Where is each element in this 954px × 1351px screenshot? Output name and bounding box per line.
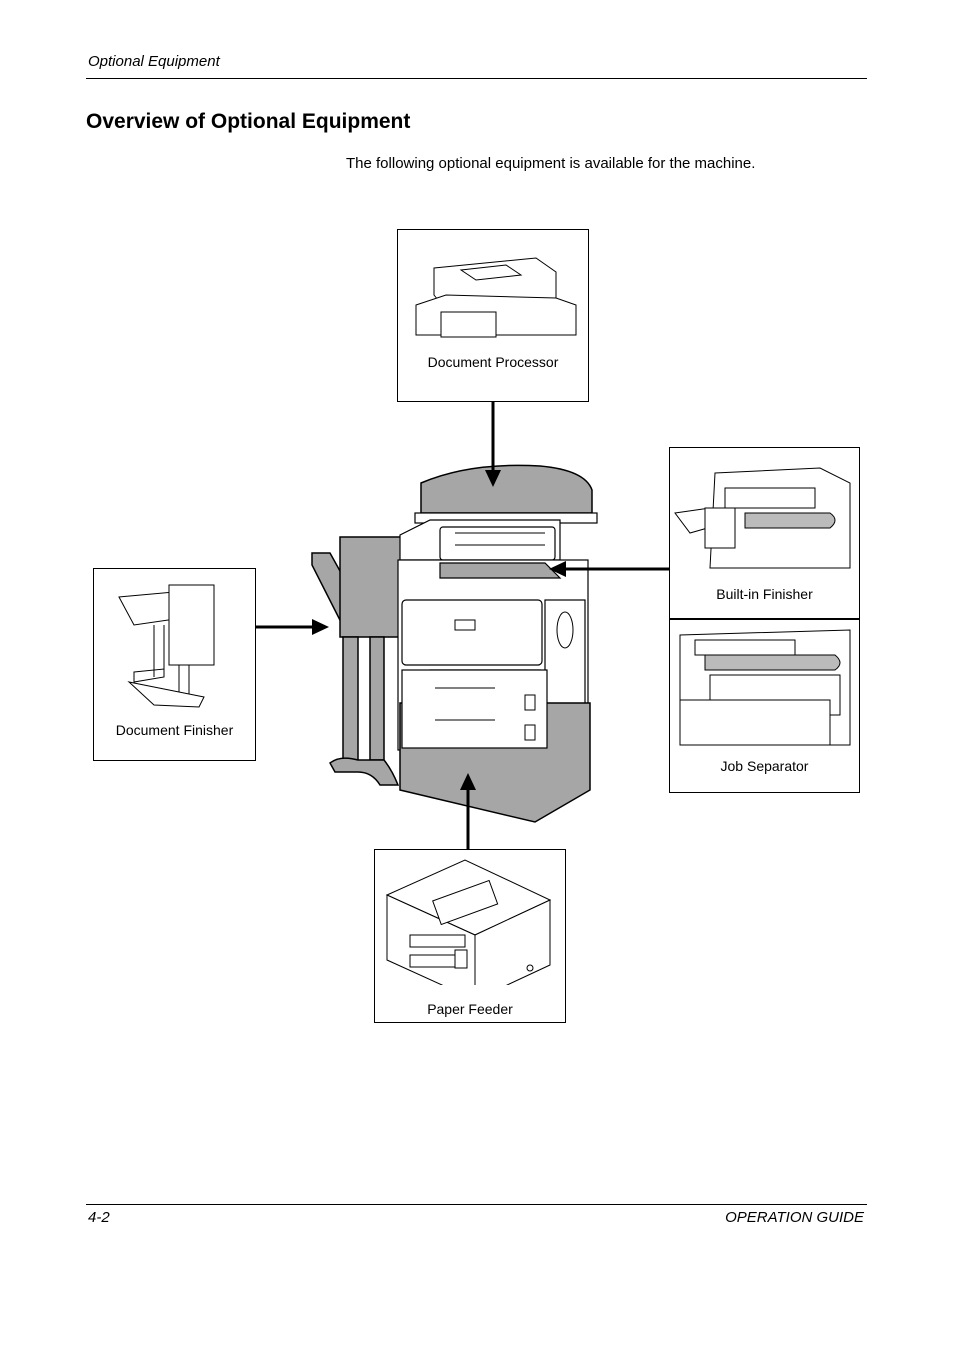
running-header: Optional Equipment <box>88 53 220 70</box>
intro-text: The following optional equipment is avai… <box>346 155 756 172</box>
document-processor-highlight <box>420 464 593 514</box>
document-processor-label: Document Processor <box>427 354 559 370</box>
paper-feeder-image <box>385 859 552 985</box>
document-finisher-highlight <box>311 536 403 786</box>
built-in-finisher-label: Built-in Finisher <box>716 586 813 602</box>
page-number: 4-2 <box>88 1209 110 1226</box>
document-processor-image <box>415 257 577 338</box>
page-title: Overview of Optional Equipment <box>86 110 411 133</box>
document-finisher-image <box>118 584 215 708</box>
job-separator-box: Job Separator <box>669 619 860 793</box>
document-processor-box: Document Processor <box>397 229 589 402</box>
built-in-finisher-highlight <box>439 562 562 579</box>
job-separator-label: Job Separator <box>720 758 809 774</box>
built-in-finisher-image <box>674 467 851 569</box>
document-finisher-label: Document Finisher <box>115 722 234 738</box>
job-separator-image <box>679 629 851 746</box>
header-rule <box>86 78 867 79</box>
document-finisher-box: Document Finisher <box>93 568 256 761</box>
paper-feeder-box: Paper Feeder <box>374 849 566 1023</box>
footer-rule <box>86 1204 867 1205</box>
built-in-finisher-box: Built-in Finisher <box>669 447 860 619</box>
guide-title: OPERATION GUIDE <box>725 1209 864 1226</box>
paper-feeder-label: Paper Feeder <box>427 1001 513 1017</box>
